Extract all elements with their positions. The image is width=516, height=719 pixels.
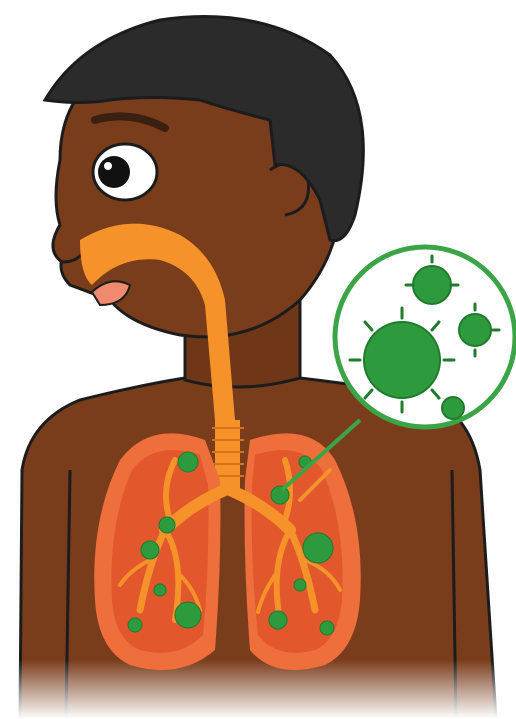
- magnifier-circle-icon: [335, 247, 515, 427]
- germ-icon: [294, 579, 306, 591]
- germ-icon: [175, 602, 201, 628]
- germ-icon: [178, 452, 198, 472]
- germ-icon: [413, 266, 451, 304]
- germ-icon: [320, 621, 334, 635]
- germ-icon: [141, 541, 159, 559]
- germ-icon: [159, 517, 175, 533]
- germ-icon: [269, 611, 287, 629]
- germ-icon: [442, 397, 464, 419]
- germ-icon: [154, 584, 166, 596]
- germ-icon: [459, 314, 491, 346]
- germ-icon: [128, 618, 142, 632]
- germ-icon: [303, 533, 333, 563]
- germ-icon: [364, 322, 440, 398]
